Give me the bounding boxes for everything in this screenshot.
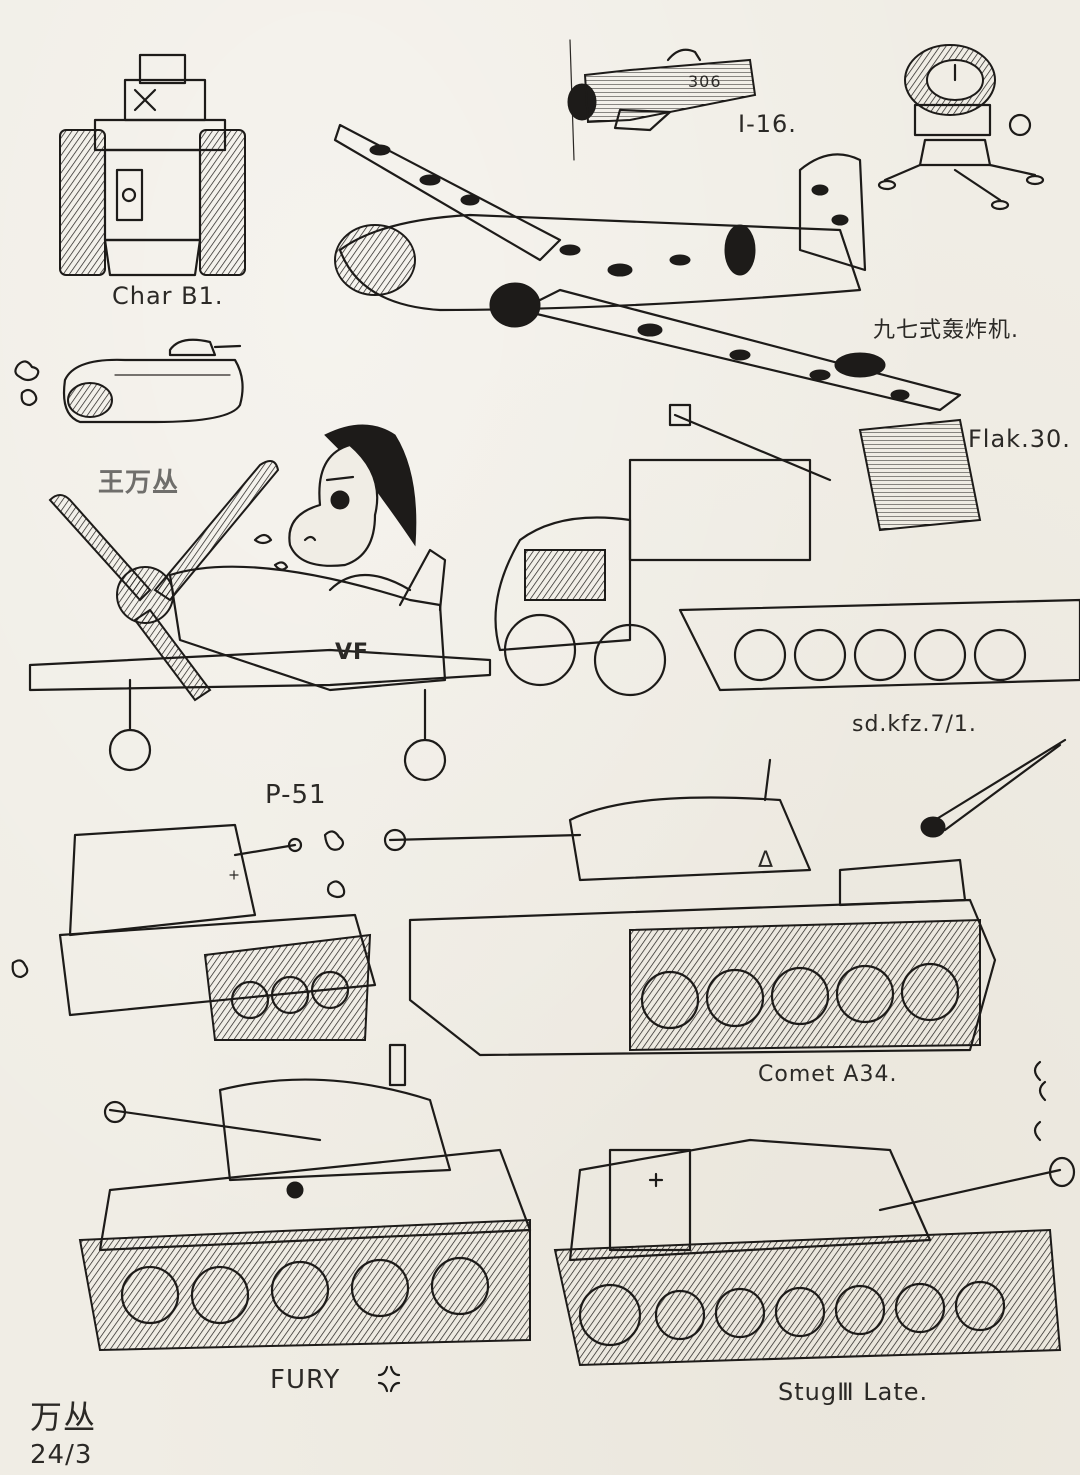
meteor-icon <box>915 735 1075 845</box>
comet-tank-drawing <box>380 758 1010 1060</box>
stug-label: StugⅢ Late. <box>778 1378 929 1406</box>
fury-sherman-drawing <box>70 1040 540 1355</box>
comet-label: Comet A34. <box>758 1062 898 1087</box>
i16-plane-drawing <box>560 39 760 161</box>
sdkfz-label: sd.kfz.7/1. <box>852 712 977 737</box>
p51-plane-drawing <box>28 450 500 800</box>
p51-label: P-51 <box>265 780 327 810</box>
i16-number-marking: 306 <box>688 72 722 91</box>
artist-signature: 万丛 <box>30 1398 97 1436</box>
fury-label: FURY <box>270 1365 341 1395</box>
searchlight-drawing <box>875 25 1045 215</box>
flak30-halftrack-drawing <box>480 400 1080 700</box>
anger-mark-icon <box>375 1363 403 1395</box>
artist-watermark: 王万丛 <box>98 468 180 498</box>
signature-date: 24/3 <box>30 1440 93 1470</box>
smoke-puff-icon <box>8 355 48 410</box>
char-b1-label: Char B1. <box>112 282 224 310</box>
marder-tank-destroyer-drawing <box>55 815 380 1050</box>
ki21-bomber-drawing <box>320 110 980 420</box>
smoke-puff-icon <box>5 955 35 985</box>
char-b1-front-drawing <box>55 50 250 280</box>
i16-label: I-16. <box>738 110 797 138</box>
ki21-label: 九七式轰炸机. <box>873 318 1019 343</box>
smoke-puff-icon <box>315 825 355 925</box>
horse-face-drawing <box>245 415 440 590</box>
p51-code-marking: VF <box>335 640 370 665</box>
flak30-label: Flak.30. <box>968 425 1071 453</box>
char-b1-side-drawing <box>55 330 250 425</box>
stug3-late-drawing <box>550 1060 1080 1375</box>
comet-turret-marking: Δ <box>758 848 775 873</box>
